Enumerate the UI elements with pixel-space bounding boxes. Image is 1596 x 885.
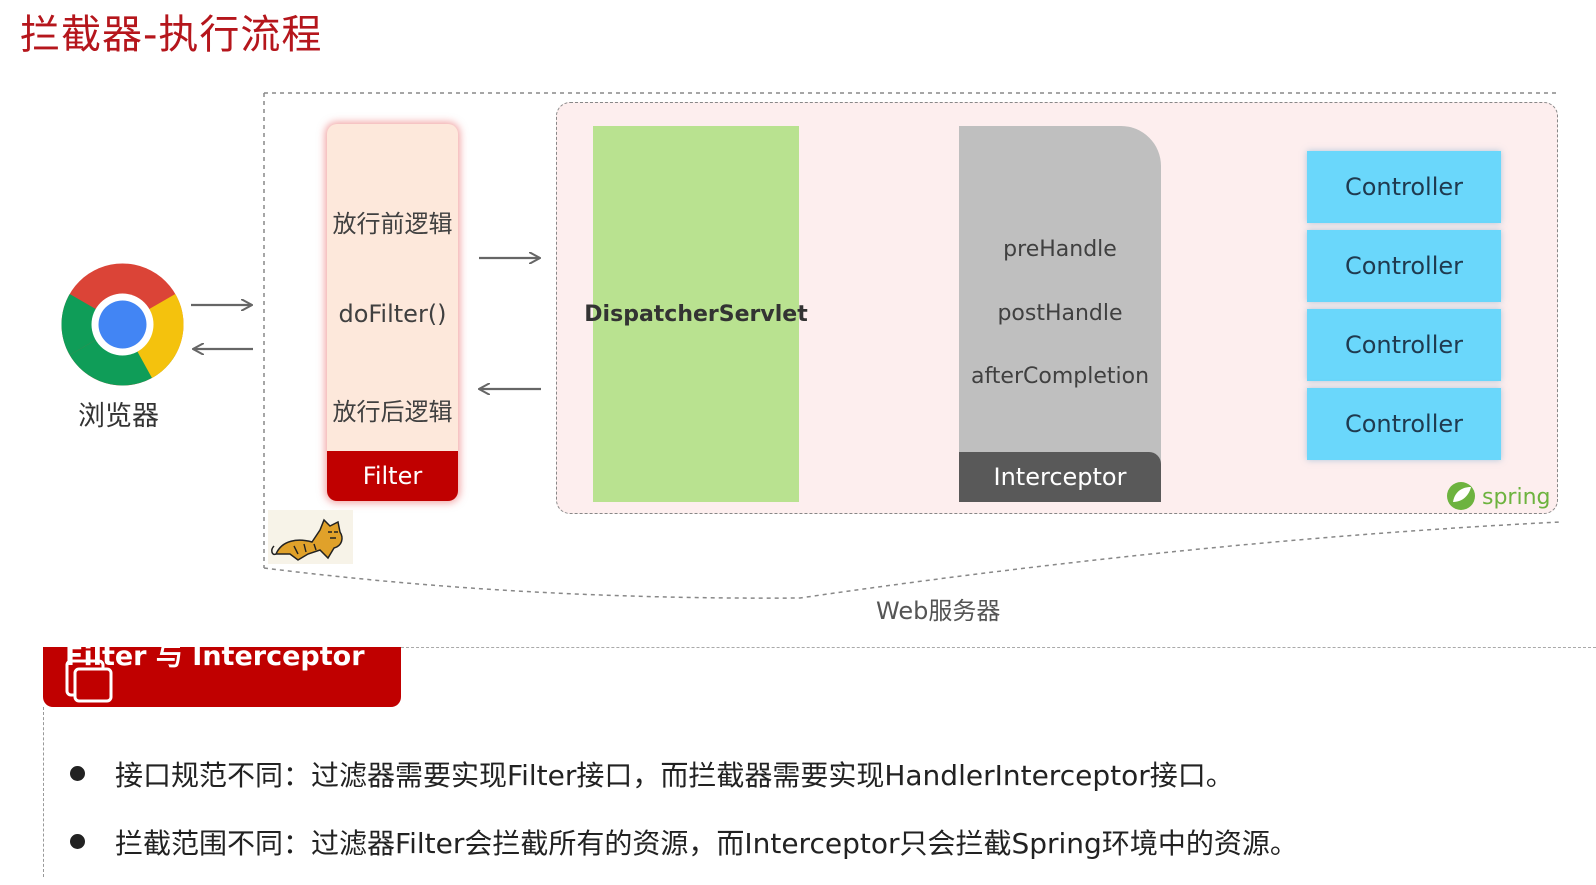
interceptor-prehandle: preHandle [1003,237,1117,262]
controller-box: Controller [1307,230,1501,302]
filter-after-logic: 放行后逻辑 [332,398,453,426]
tomcat-logo [268,510,353,564]
section-header: Filter 与 Interceptor [43,647,401,707]
copy-icon [65,659,113,703]
interceptor-aftercompletion: afterCompletion [970,364,1150,389]
interceptor-posthandle: postHandle [997,301,1123,326]
interceptor-tab: Interceptor [959,452,1161,502]
interceptor-block: preHandle postHandle afterCompletion Int… [959,126,1161,502]
list-item: 拦截范围不同：过滤器Filter会拦截所有的资源，而Interceptor只会拦… [70,822,1298,862]
spring-logo: spring [1447,482,1551,510]
spring-logo-text: spring [1482,485,1551,510]
section-border [43,707,44,877]
filter-block: 放行前逻辑 doFilter() 放行后逻辑 Filter [327,124,458,501]
filter-before-logic: 放行前逻辑 [332,210,453,238]
filter-tab: Filter [327,451,458,501]
controller-box: Controller [1307,309,1501,381]
dispatcher-servlet: DispatcherServlet [584,126,808,502]
web-server-label: Web服务器 [876,597,1001,625]
section-divider [401,647,1596,648]
filter-do-filter: doFilter() [338,300,447,328]
bullet-dot [70,765,85,781]
browser-label: 浏览器 [78,401,159,432]
controller-box: Controller [1307,388,1501,460]
dispatcher-label: DispatcherServlet [584,301,808,327]
section-title: Filter 与 Interceptor [65,647,365,672]
web-server-outline [263,92,1561,599]
bullet-text: 拦截范围不同：过滤器Filter会拦截所有的资源，而Interceptor只会拦… [115,827,1298,860]
bullet-text: 接口规范不同：过滤器需要实现Filter接口，而拦截器需要实现HandlerIn… [115,759,1234,792]
list-item: 接口规范不同：过滤器需要实现Filter接口，而拦截器需要实现HandlerIn… [70,754,1234,794]
bullet-dot [70,833,85,849]
chrome-icon [61,263,184,386]
page-title: 拦截器-执行流程 [20,12,323,58]
controller-box: Controller [1307,151,1501,223]
